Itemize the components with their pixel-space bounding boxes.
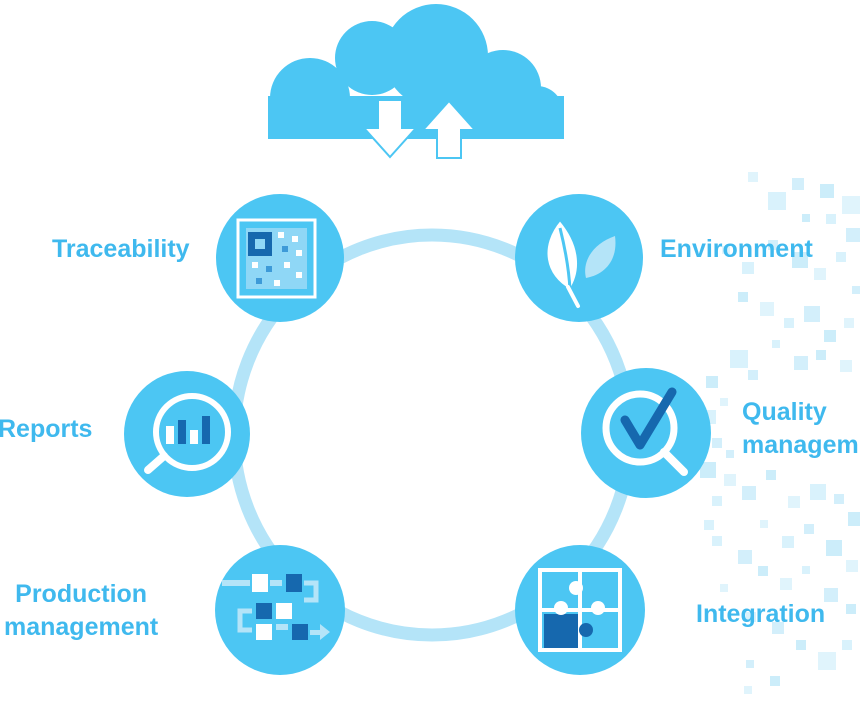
decorative-square — [746, 612, 756, 622]
decorative-square — [818, 652, 836, 670]
node-environment — [515, 194, 643, 322]
label-environment: Environment — [660, 233, 813, 266]
decorative-square — [796, 640, 806, 650]
label-line: Production — [15, 580, 148, 608]
decorative-square — [826, 540, 842, 556]
node-production — [215, 545, 345, 675]
decorative-square — [804, 524, 814, 534]
decorative-square — [748, 172, 758, 182]
label-reports: Reports — [0, 413, 92, 446]
decorative-square — [720, 584, 728, 592]
decorative-square — [768, 240, 778, 250]
label-line: Environment — [660, 235, 813, 263]
decorative-square — [840, 360, 852, 372]
decorative-square — [844, 318, 854, 328]
decorative-square — [700, 462, 716, 478]
decorative-square — [816, 350, 826, 360]
cloud-shape — [268, 4, 564, 139]
decorative-square — [730, 350, 748, 368]
decorative-square — [794, 356, 808, 370]
decorative-square — [770, 676, 780, 686]
decorative-square — [846, 560, 858, 572]
decorative-square — [814, 268, 826, 280]
node-traceability — [216, 194, 344, 322]
decorative-square — [848, 512, 860, 526]
label-integration: Integration — [696, 598, 825, 631]
label-line: Reports — [0, 415, 93, 443]
decorative-square — [738, 550, 752, 564]
decorative-square — [804, 306, 820, 322]
decorative-square — [824, 330, 836, 342]
download-arrow-icon — [361, 99, 419, 159]
decorative-square — [842, 196, 860, 214]
upload-arrow-icon — [420, 99, 478, 159]
decorative-square — [842, 640, 852, 650]
label-production-management: Production management — [4, 578, 158, 644]
decorative-square — [744, 686, 752, 694]
decorative-square — [820, 184, 834, 198]
label-line: Integration — [696, 600, 826, 628]
decorative-square — [846, 228, 860, 242]
label-line: management — [4, 613, 159, 641]
decorative-square — [760, 520, 768, 528]
decorative-square — [758, 566, 768, 576]
decorative-square — [712, 536, 722, 546]
decorative-square — [706, 376, 718, 388]
decorative-square — [766, 470, 776, 480]
decorative-square — [720, 398, 728, 406]
decorative-square — [742, 262, 754, 274]
decorative-square — [846, 604, 856, 614]
checkmark-magnifier-icon — [602, 387, 688, 476]
decorative-square — [788, 496, 800, 508]
decorative-square — [712, 496, 722, 506]
node-integration — [515, 545, 645, 675]
decorative-pixel-scatter — [700, 172, 860, 694]
decorative-square — [826, 214, 836, 224]
decorative-square — [792, 178, 804, 190]
node-reports — [124, 371, 250, 497]
decorative-square — [772, 622, 784, 634]
decorative-square — [802, 214, 810, 222]
process-flow-icon — [222, 574, 330, 640]
label-line: Quality — [742, 398, 827, 426]
cloud — [268, 4, 564, 159]
decorative-square — [802, 566, 810, 574]
decorative-square — [746, 660, 754, 668]
decorative-square — [748, 370, 758, 380]
decorative-square — [772, 340, 780, 348]
decorative-square — [780, 578, 792, 590]
decorative-square — [742, 486, 756, 500]
qr-code-icon — [236, 218, 317, 299]
puzzle-icon — [538, 568, 622, 652]
label-traceability: Traceability — [52, 233, 190, 266]
decorative-square — [738, 292, 748, 302]
decorative-square — [810, 484, 826, 500]
decorative-square — [704, 520, 714, 530]
leaf-icon — [545, 218, 616, 308]
decorative-square — [792, 252, 808, 268]
decorative-square — [712, 438, 722, 448]
label-line: managem — [742, 431, 859, 459]
decorative-square — [722, 246, 730, 254]
decorative-square — [724, 474, 736, 486]
decorative-square — [760, 302, 774, 316]
label-quality-management: Quality managem — [742, 396, 859, 462]
decorative-square — [852, 286, 860, 294]
bar-chart-magnifier-icon — [144, 393, 231, 474]
decorative-square — [768, 192, 786, 210]
decorative-square — [824, 588, 838, 602]
decorative-square — [836, 252, 846, 262]
decorative-square — [726, 450, 734, 458]
decorative-square — [834, 494, 844, 504]
decorative-square — [784, 318, 794, 328]
node-quality — [581, 368, 711, 498]
label-line: Traceability — [52, 235, 190, 263]
decorative-square — [782, 536, 794, 548]
